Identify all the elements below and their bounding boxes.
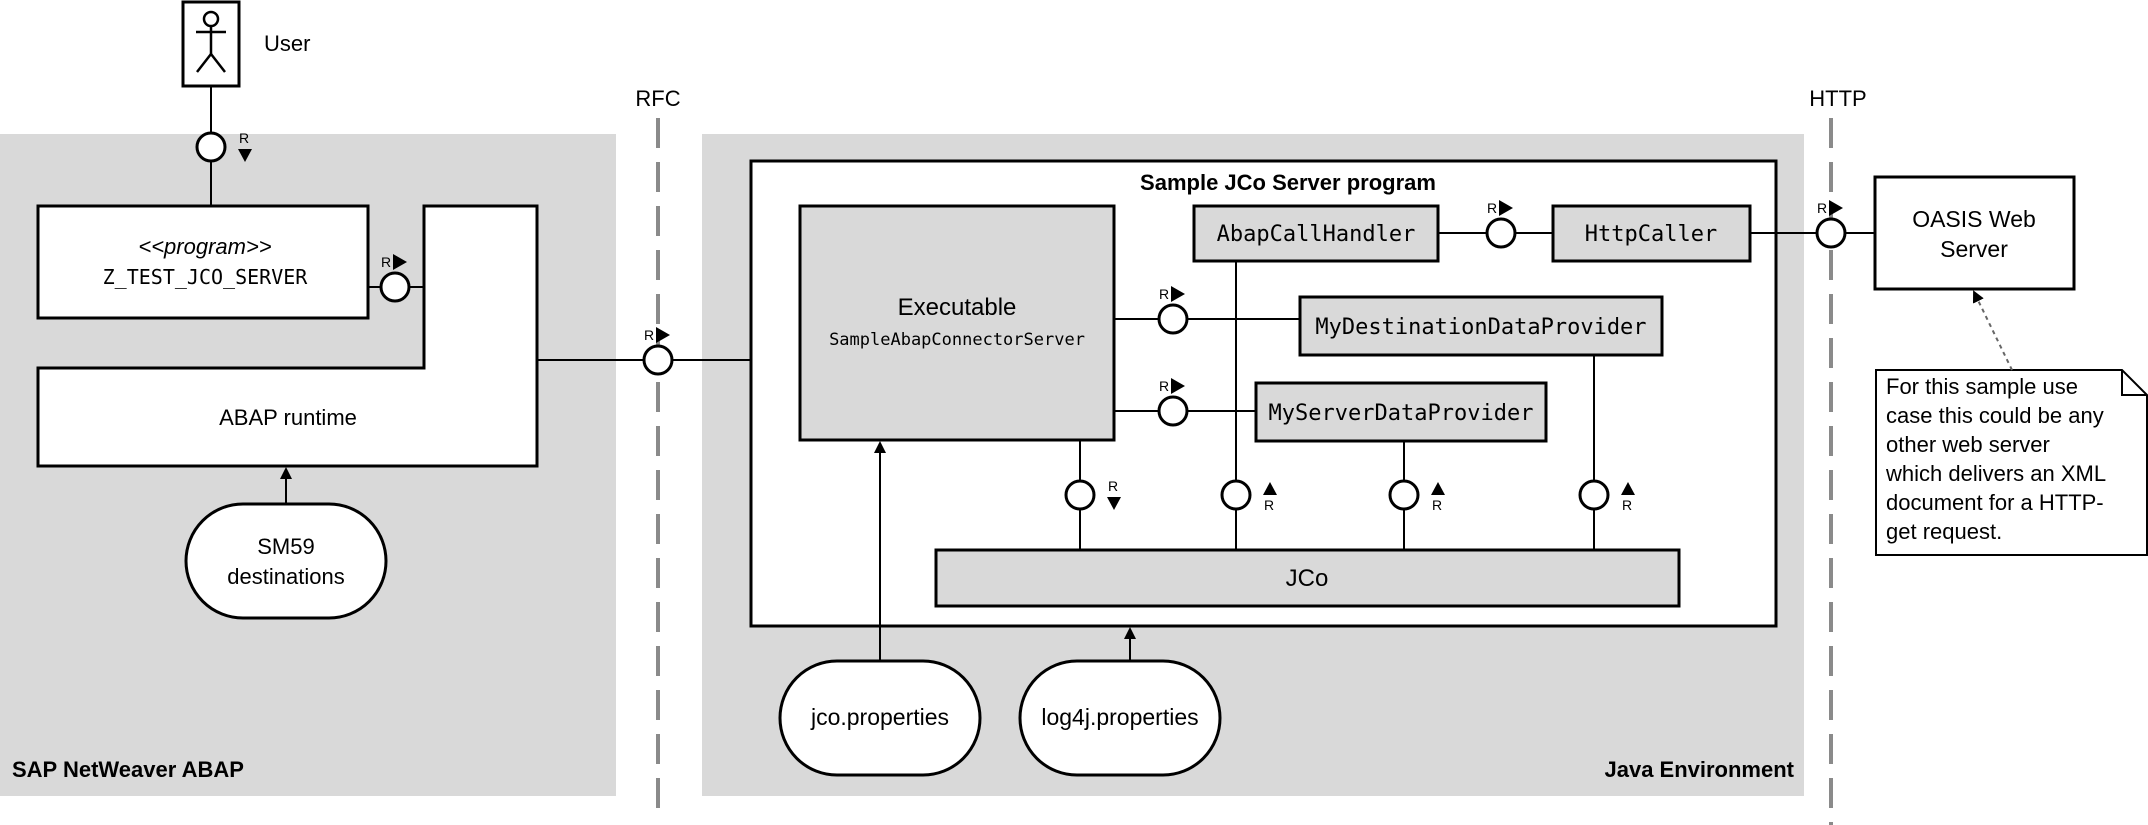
- direction-triangle-icon: [1829, 200, 1843, 216]
- interface-port: R: [1157, 286, 1189, 335]
- interface-port: R: [1157, 378, 1189, 427]
- abap-runtime-label: ABAP runtime: [219, 405, 357, 430]
- oasis-line2: Server: [1940, 236, 2008, 262]
- interface-port: R: [195, 130, 252, 163]
- port-circle-icon: [1578, 479, 1610, 511]
- port-marker-label: R: [1432, 497, 1442, 513]
- port-marker-label: R: [1817, 200, 1827, 216]
- note-line: which delivers an XML: [1885, 461, 2106, 486]
- interface-port: R: [1815, 200, 1847, 249]
- direction-triangle-icon: [656, 327, 670, 343]
- java-area-label: Java Environment: [1604, 757, 1794, 782]
- user-label: User: [264, 31, 310, 56]
- direction-triangle-icon: [1431, 482, 1445, 495]
- server-program-title: Sample JCo Server program: [1140, 170, 1436, 195]
- port-circle-icon: [1220, 479, 1252, 511]
- direction-triangle-icon: [393, 254, 407, 270]
- note-text: For this sample use case this could be a…: [1885, 374, 2106, 544]
- interface-port: R: [1064, 478, 1121, 511]
- note-pointer: [1972, 290, 2013, 371]
- executable-label: Executable: [898, 294, 1017, 321]
- stick-figure-icon: [196, 10, 226, 73]
- interface-port: R: [379, 254, 411, 303]
- log4j-properties-label: log4j.properties: [1041, 704, 1198, 730]
- note-line: case this could be any: [1886, 403, 2104, 428]
- port-circle-icon: [1485, 217, 1517, 249]
- direction-triangle-icon: [1171, 378, 1185, 394]
- ports-layer: R R R R R R R R R R R: [195, 130, 1847, 513]
- abap-call-handler-label: AbapCallHandler: [1217, 222, 1416, 247]
- program-stereotype: <<program>>: [138, 234, 271, 259]
- port-marker-label: R: [1159, 286, 1169, 302]
- port-marker-label: R: [1622, 497, 1632, 513]
- port-marker-label: R: [239, 130, 249, 146]
- interface-port: R: [1485, 200, 1517, 249]
- port-circle-icon: [1815, 217, 1847, 249]
- program-box: [36, 204, 370, 320]
- destination-provider-label: MyDestinationDataProvider: [1315, 315, 1646, 340]
- direction-triangle-icon: [1621, 482, 1635, 495]
- executable-class-name: SampleAbapConnectorServer: [829, 330, 1085, 350]
- server-provider-label: MyServerDataProvider: [1269, 401, 1534, 426]
- note-line: other web server: [1886, 432, 2050, 457]
- direction-triangle-icon: [1171, 286, 1185, 302]
- jco-label: JCo: [1286, 565, 1329, 592]
- program-name: Z_TEST_JCO_SERVER: [103, 265, 309, 289]
- abap-runtime-box: [36, 204, 539, 468]
- port-marker-label: R: [1487, 200, 1497, 216]
- sap-area-label: SAP NetWeaver ABAP: [12, 757, 244, 782]
- note-fold: [2121, 370, 2147, 396]
- port-circle-icon: [1157, 395, 1189, 427]
- http-label: HTTP: [1809, 86, 1866, 111]
- oasis-web-server-box: [1873, 175, 2076, 291]
- interface-port: R: [1388, 479, 1445, 513]
- port-marker-label: R: [1264, 497, 1274, 513]
- direction-triangle-icon: [238, 149, 252, 162]
- port-marker-label: R: [644, 327, 654, 343]
- interface-port: R: [1578, 479, 1635, 513]
- interface-port: R: [642, 327, 674, 376]
- jco-properties-label: jco.properties: [810, 704, 949, 730]
- note-box: [1875, 369, 2148, 556]
- port-circle-icon: [1064, 479, 1096, 511]
- oasis-line1: OASIS Web: [1912, 206, 2036, 232]
- sm59-line1: SM59: [257, 534, 314, 559]
- server-provider-box: [1254, 381, 1548, 443]
- log4j-properties: [1018, 659, 1222, 777]
- note-line: get request.: [1886, 519, 2002, 544]
- jco-box: [934, 548, 1681, 608]
- note-line: document for a HTTP-: [1886, 490, 2104, 515]
- sm59-line2: destinations: [227, 564, 344, 589]
- port-circle-icon: [379, 271, 411, 303]
- destination-provider-box: [1298, 295, 1664, 357]
- port-circle-icon: [1388, 479, 1420, 511]
- executable-box: [798, 204, 1116, 442]
- direction-triangle-icon: [1107, 497, 1121, 510]
- direction-triangle-icon: [1263, 482, 1277, 495]
- http-caller-label: HttpCaller: [1585, 222, 1717, 247]
- port-marker-label: R: [381, 254, 391, 270]
- port-circle-icon: [195, 131, 227, 163]
- port-marker-label: R: [1159, 378, 1169, 394]
- interface-port: R: [1220, 479, 1277, 513]
- port-marker-label: R: [1108, 478, 1118, 494]
- note-line: For this sample use: [1886, 374, 2078, 399]
- abap-call-handler-box: [1192, 204, 1440, 263]
- rfc-label: RFC: [635, 86, 680, 111]
- port-circle-icon: [1157, 303, 1189, 335]
- port-circle-icon: [642, 344, 674, 376]
- user-actor: [181, 0, 241, 88]
- direction-triangle-icon: [1499, 200, 1513, 216]
- sm59-destinations: [184, 502, 388, 620]
